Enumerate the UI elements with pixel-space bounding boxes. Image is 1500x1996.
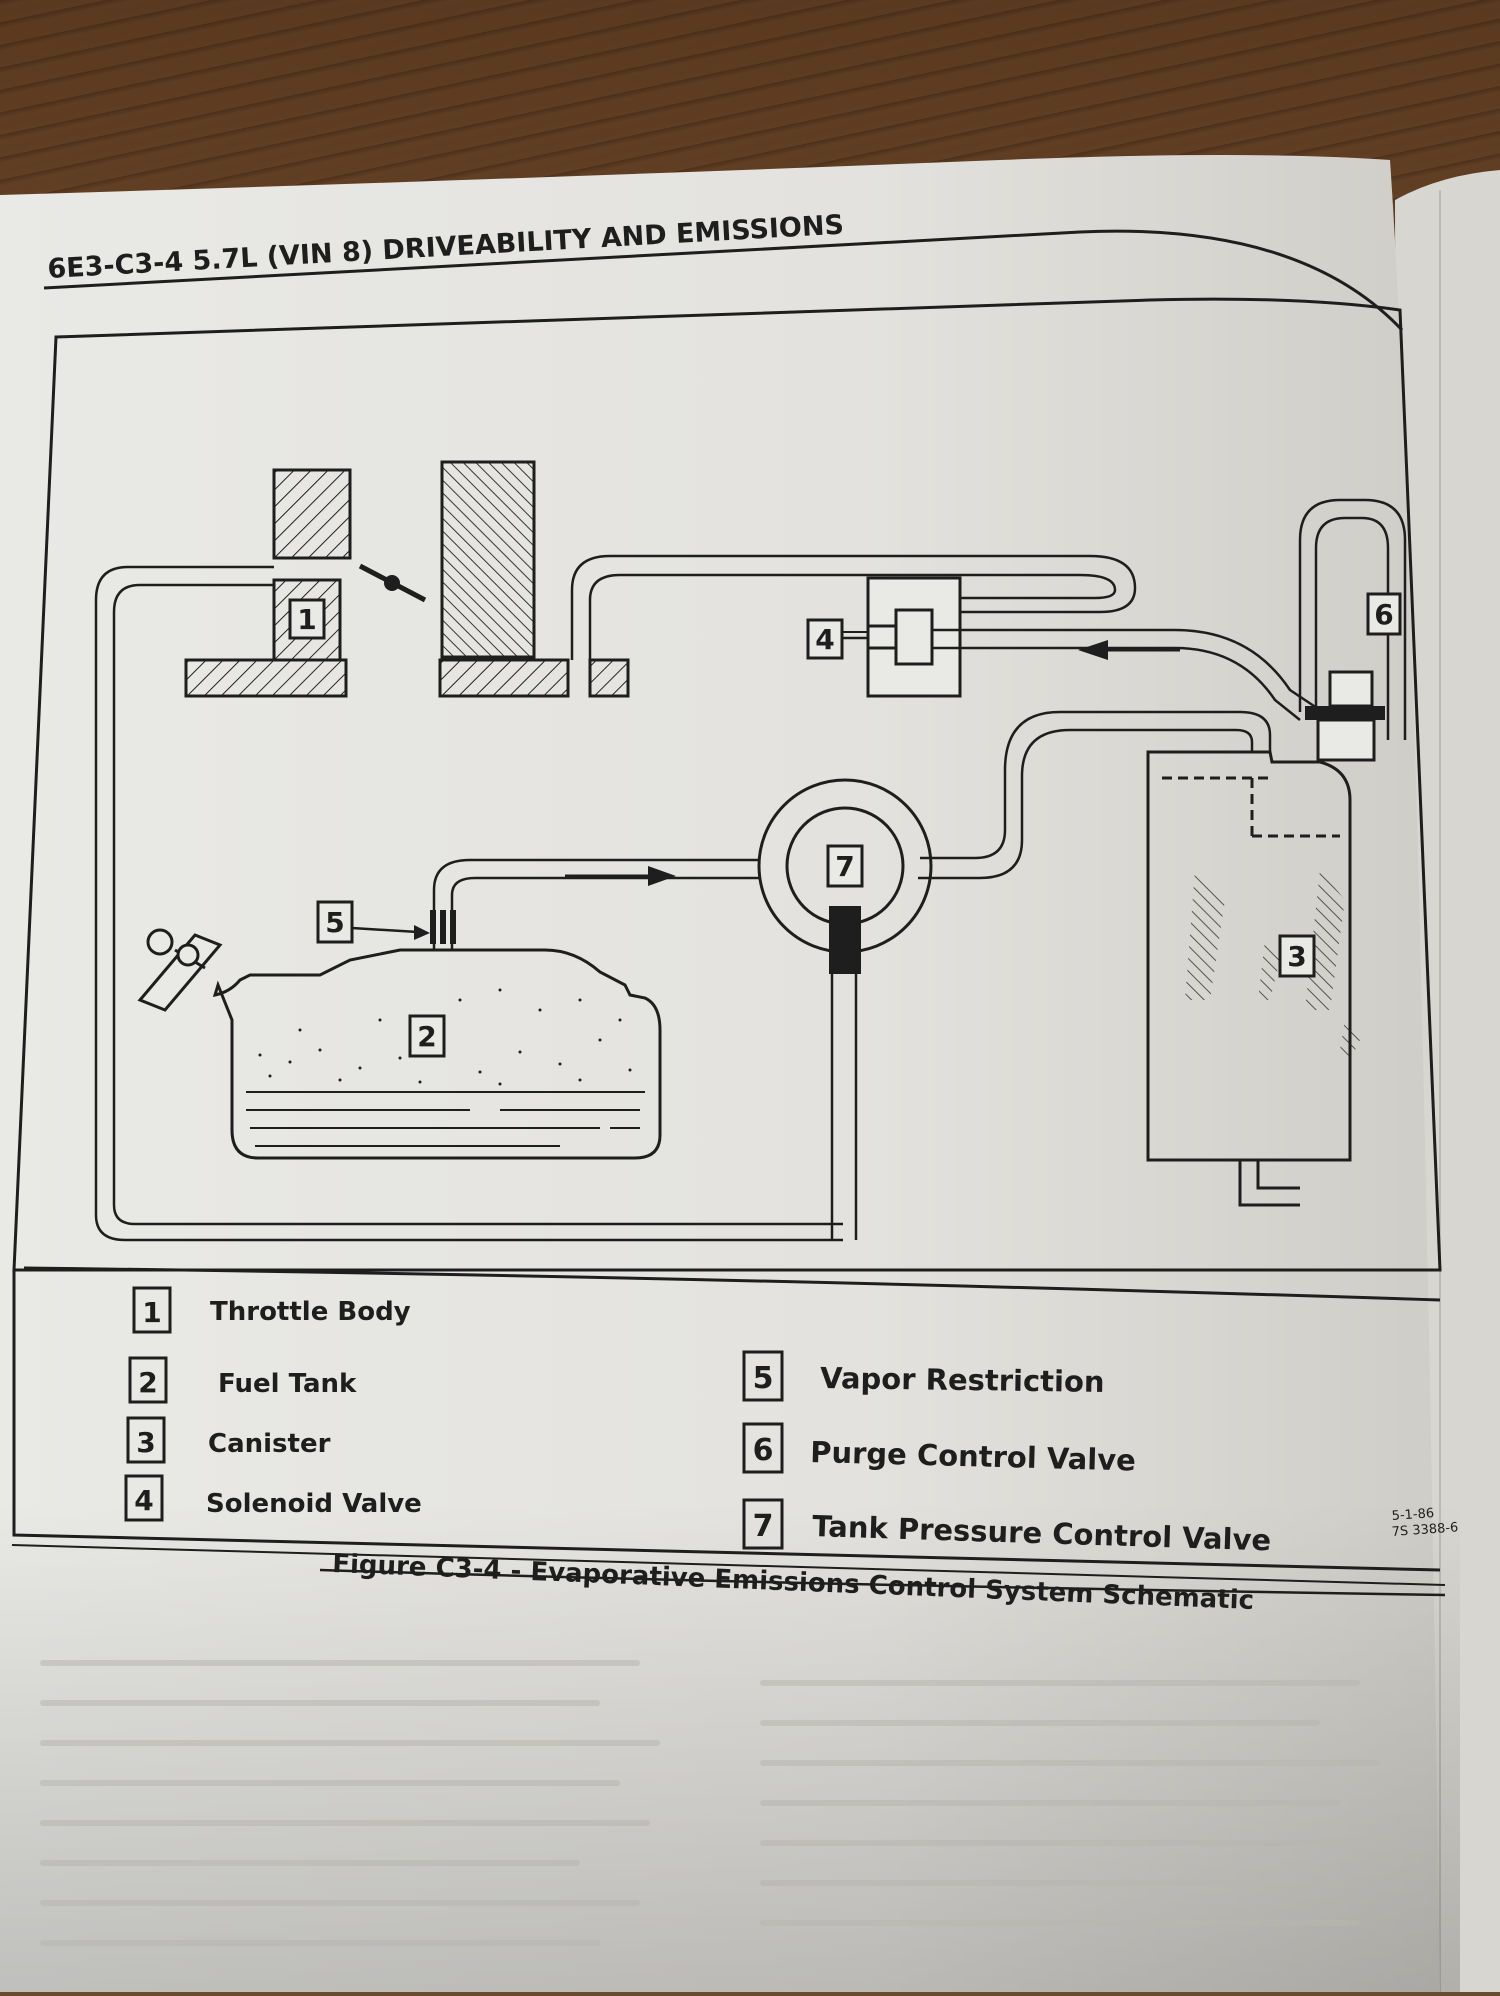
legend-number-1: 1 [142,1296,161,1329]
figure-date-stamp: 5-1-86 [1391,1506,1434,1524]
callout-3-label: 3 [1287,940,1306,973]
legend-label-3: Canister [208,1429,331,1459]
flow-arrow-to-tpcv [565,866,676,886]
purge-line [570,554,1137,660]
callout-2-label: 2 [417,1020,436,1053]
callout-3 [1278,934,1316,978]
legend-label-4: Solenoid Valve [206,1489,422,1519]
callout-5-label: 5 [325,906,344,939]
vapor-restriction [430,910,456,944]
callout-7-label: 7 [835,850,854,883]
callout-6 [1366,592,1402,636]
legend-number-2: 2 [138,1366,157,1399]
legend-item-3: 3 Canister [126,1416,331,1464]
legend-item-1: 1 Throttle Body [132,1286,411,1334]
legend-number-5: 5 [753,1361,774,1396]
callout-4 [806,618,844,660]
callout-1 [288,598,326,640]
diagram-frame [12,297,1442,1272]
solenoid-valve [866,576,1175,698]
legend-number-7: 7 [753,1509,774,1544]
legend-number-6: 6 [753,1433,774,1468]
canister-to-tpcv-tube [918,710,1272,880]
legend-label-5: Vapor Restriction [820,1361,1105,1399]
legend-item-2: 2 Fuel Tank [128,1356,357,1404]
legend-label-2: Fuel Tank [218,1369,357,1399]
solenoid-to-purge-tube [1174,628,1321,721]
callout-2 [408,1014,446,1058]
figure-code-stamp: 7S 3388-6 [1391,1520,1459,1540]
purge-control-valve [1298,498,1407,762]
callout-1-label: 1 [297,603,316,636]
charcoal-canister [1146,750,1360,1207]
flow-arrow-to-solenoid [1078,640,1180,660]
callout-5 [316,900,354,944]
legend-label-1: Throttle Body [210,1297,411,1327]
legend-item-5: 5 Vapor Restriction [742,1350,1105,1402]
legend-item-4: 4 Solenoid Valve [124,1474,422,1522]
legend-number-3: 3 [136,1426,155,1459]
tank-vapor-tube [432,858,760,950]
tank-pressure-control-valve [757,778,933,1240]
throttle-body [184,460,630,698]
callout-6-label: 6 [1374,598,1393,631]
callout-7 [826,844,864,888]
vacuum-line-loop [94,565,843,1242]
legend-number-4: 4 [134,1484,153,1517]
show-through-text [40,1660,1380,1946]
callout-4-label: 4 [815,623,834,656]
